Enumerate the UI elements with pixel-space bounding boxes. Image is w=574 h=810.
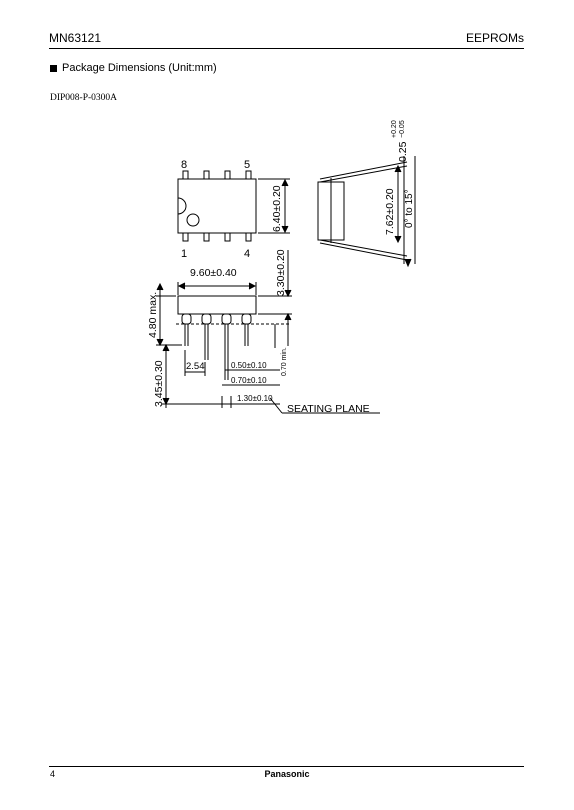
footer-rule [49, 766, 524, 767]
top-pin-5 [245, 170, 252, 180]
dim-lead-width-upper: 0.70±0.10 [231, 376, 267, 385]
side-view-body [177, 295, 257, 315]
dim-lead-thickness: 0.25 [397, 141, 409, 162]
brand-logo: Panasonic [264, 769, 310, 779]
top-view-body [177, 178, 257, 234]
page-number: 4 [50, 769, 56, 779]
dim-max-height: 4.80 max. [147, 292, 159, 338]
dim-body-width: 6.40±0.20 [271, 185, 283, 232]
seating-plane-label: SEATING PLANE [287, 403, 370, 415]
part-number: MN63121 [49, 31, 102, 45]
bottom-pin-2 [203, 232, 210, 242]
section-title: Package Dimensions (Unit:mm) [62, 62, 217, 74]
top-pin-7 [203, 170, 210, 180]
dim-standoff: 0.70 min. [281, 347, 288, 376]
top-pin-6 [224, 170, 231, 180]
pin1-marker-icon [186, 213, 200, 227]
dim-body-length: 9.60±0.40 [190, 267, 237, 279]
bottom-pin-1 [182, 232, 189, 242]
pin-label-1: 1 [181, 248, 187, 260]
orientation-notch [177, 197, 187, 215]
header-rule [49, 48, 524, 49]
dim-lead-length: 3.45±0.30 [153, 360, 165, 407]
product-category: EEPROMs [465, 31, 524, 45]
dim-row-spacing: 7.62±0.20 [384, 188, 396, 235]
section-heading: Package Dimensions (Unit:mm) [50, 62, 217, 74]
pin-label-8: 8 [181, 159, 187, 171]
dim-lead-thickness-tol-minus: −0.05 [399, 120, 406, 138]
top-pin-8 [182, 170, 189, 180]
dim-lead-thickness-tol-plus: +0.20 [391, 120, 398, 138]
square-bullet-icon [50, 64, 57, 72]
dim-lead-angle: 0° to 15° [404, 189, 415, 228]
package-code: DIP008-P-0300A [50, 93, 118, 103]
dim-body-height: 3.30±0.20 [275, 249, 287, 296]
bottom-pin-4 [245, 232, 252, 242]
dim-lead-width-wide: 1.30±0.10 [237, 394, 273, 403]
pin-label-4: 4 [244, 248, 250, 260]
dim-pitch: 2.54 [186, 361, 205, 372]
pin-label-5: 5 [244, 159, 250, 171]
dim-lead-width-narrow: 0.50±0.10 [231, 361, 267, 370]
bottom-pin-3 [224, 232, 231, 242]
